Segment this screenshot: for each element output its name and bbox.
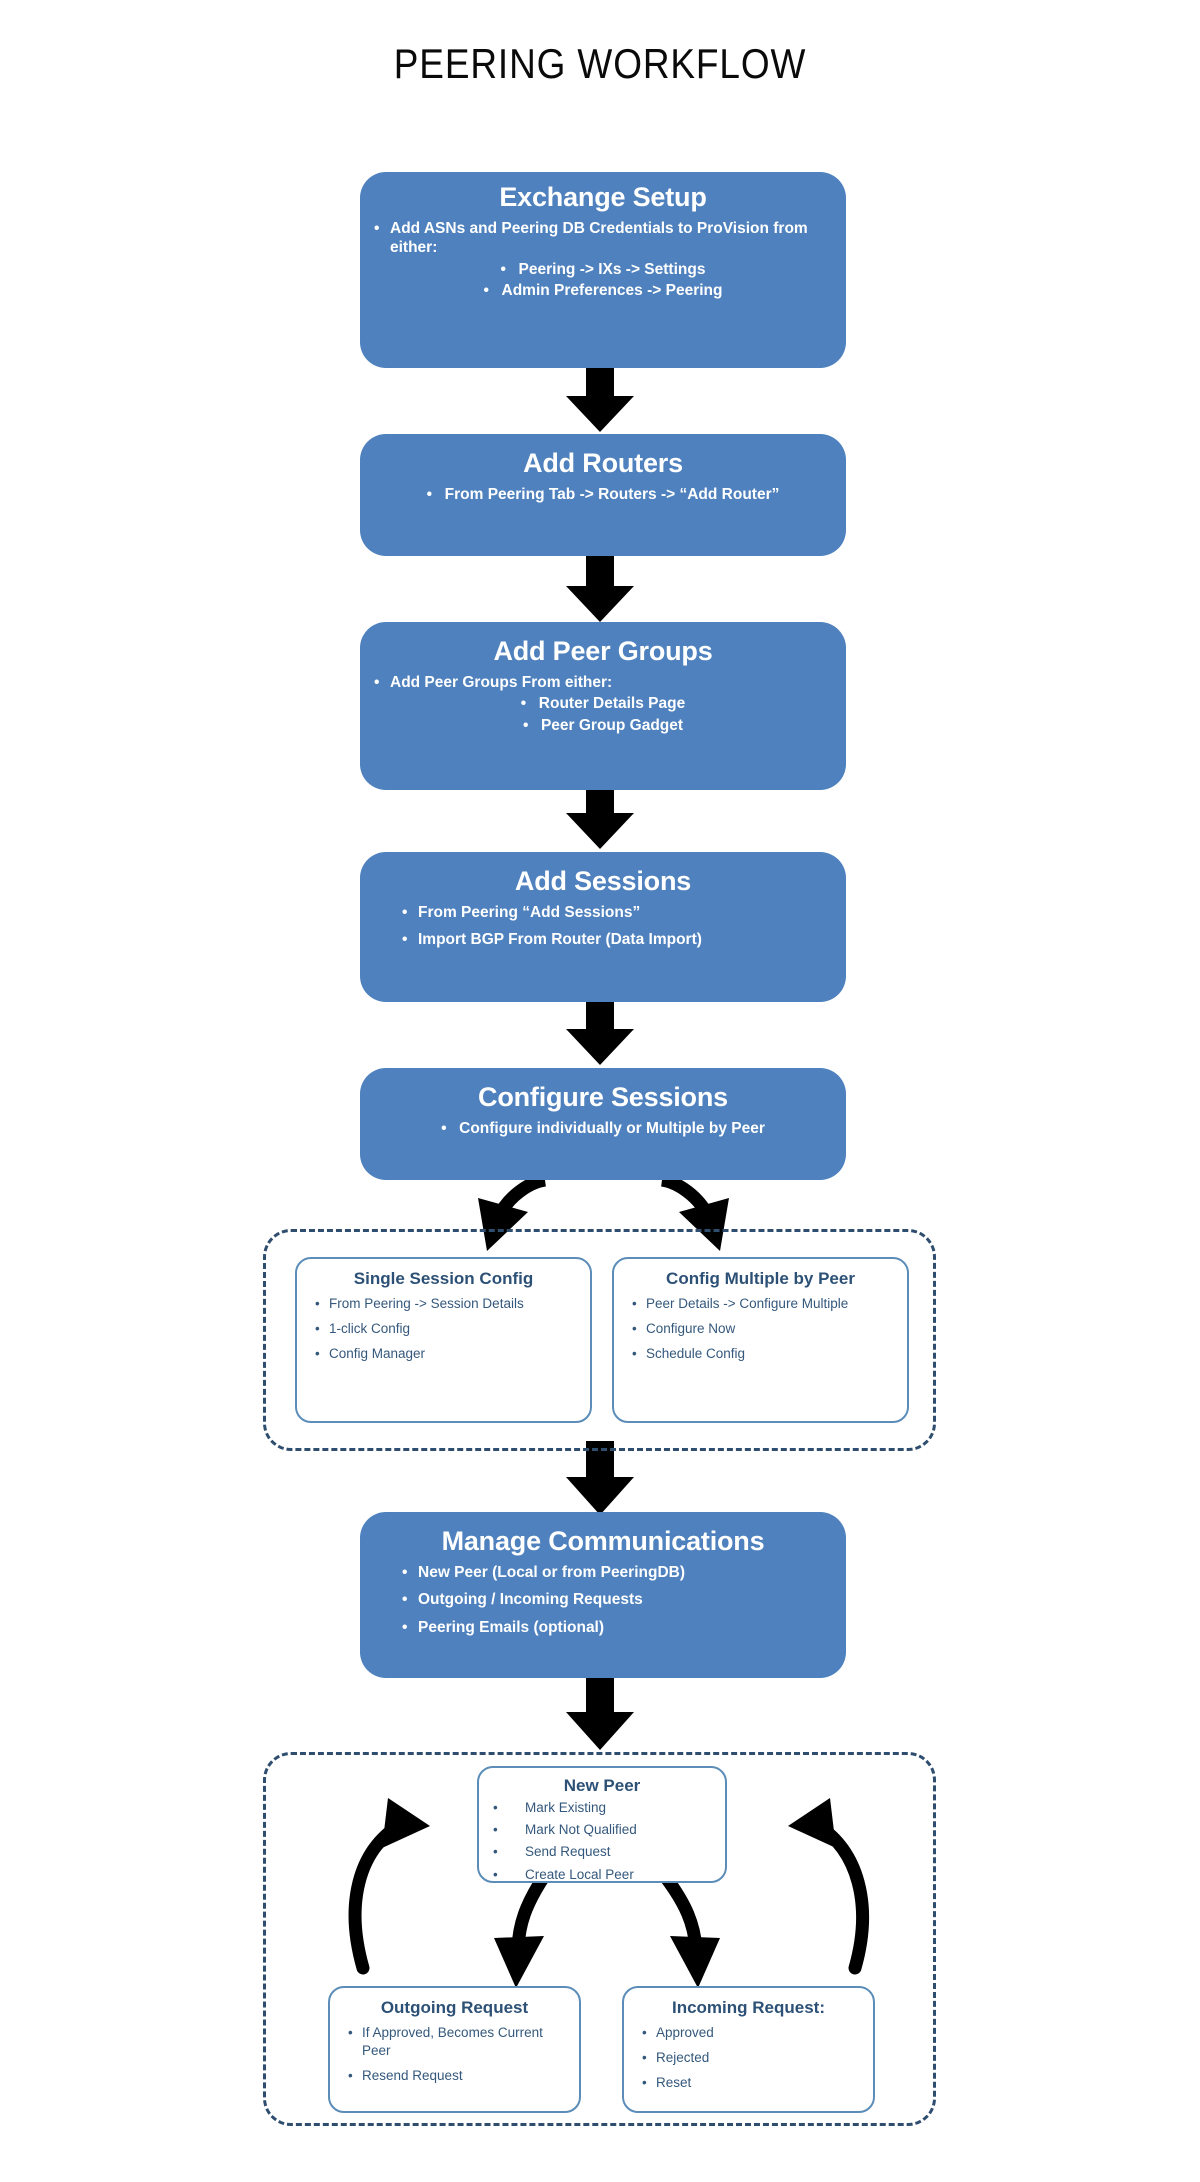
group-peer-request-lifecycle: [263, 1752, 936, 2126]
list-item: Configure Now: [626, 1320, 895, 1338]
list-item: New Peer (Local or from PeeringDB): [402, 1563, 832, 1583]
node-add-routers[interactable]: Add Routers From Peering Tab -> Routers …: [360, 434, 846, 556]
bullet-list-level2: Peer Group Gadget: [374, 716, 832, 737]
arrow-exchange-to-routers: [566, 366, 634, 432]
list-item: Mark Existing: [491, 1799, 713, 1817]
node-title: Add Sessions: [514, 866, 692, 896]
bullet-list-level2: Admin Preferences -> Peering: [374, 281, 832, 302]
list-item: Schedule Config: [626, 1345, 895, 1363]
bullet-list-level1: New Peer (Local or from PeeringDB) Outgo…: [402, 1563, 832, 1638]
list-item: If Approved, Becomes Current Peer: [342, 2024, 567, 2060]
bullet-list-level1: From Peering Tab -> Routers -> “Add Rout…: [374, 485, 832, 506]
list-item: Add Peer Groups From either:: [374, 673, 832, 693]
list-item: Router Details Page: [521, 694, 685, 714]
subnode-outgoing-request[interactable]: Outgoing Request If Approved, Becomes Cu…: [328, 1986, 581, 2113]
list-item: Peering -> IXs -> Settings: [501, 260, 706, 280]
node-title: Manage Communications: [441, 1526, 765, 1556]
node-manage-communications[interactable]: Manage Communications New Peer (Local or…: [360, 1512, 846, 1678]
list-item: Rejected: [636, 2049, 861, 2067]
arrow-peergroups-to-sessions: [566, 789, 634, 849]
list-item: Admin Preferences -> Peering: [484, 281, 723, 301]
bullet-list-level1: Add Peer Groups From either:: [374, 673, 832, 693]
bullet-list: Mark Existing Mark Not Qualified Send Re…: [491, 1799, 713, 1884]
bullet-list-level1: From Peering “Add Sessions” Import BGP F…: [402, 903, 832, 950]
list-item: Mark Not Qualified: [491, 1821, 713, 1839]
subnode-title: Outgoing Request: [380, 1998, 529, 2017]
list-item: Reset: [636, 2074, 861, 2092]
list-item: Approved: [636, 2024, 861, 2042]
node-exchange-setup[interactable]: Exchange Setup Add ASNs and Peering DB C…: [360, 172, 846, 368]
list-item: Import BGP From Router (Data Import): [402, 930, 832, 950]
list-item: Configure individually or Multiple by Pe…: [441, 1119, 765, 1139]
node-add-sessions[interactable]: Add Sessions From Peering “Add Sessions”…: [360, 852, 846, 1002]
node-title: Configure Sessions: [478, 1082, 728, 1112]
list-item: Resend Request: [342, 2067, 567, 2085]
subnode-single-session-config[interactable]: Single Session Config From Peering -> Se…: [295, 1257, 592, 1423]
bullet-list-level1: Add ASNs and Peering DB Credentials to P…: [374, 219, 832, 258]
subnode-title: Single Session Config: [353, 1269, 534, 1288]
node-title: Exchange Setup: [499, 182, 707, 212]
list-item: Outgoing / Incoming Requests: [402, 1590, 832, 1610]
list-item: From Peering Tab -> Routers -> “Add Rout…: [427, 485, 780, 505]
node-configure-sessions[interactable]: Configure Sessions Configure individuall…: [360, 1068, 846, 1180]
list-item: Send Request: [491, 1843, 713, 1861]
bullet-list: Peer Details -> Configure Multiple Confi…: [626, 1295, 895, 1364]
bullet-list: Approved Rejected Reset: [636, 2024, 861, 2093]
arrow-routers-to-peergroups: [566, 556, 634, 622]
subnode-title: New Peer: [563, 1776, 641, 1795]
bullet-list: From Peering -> Session Details 1-click …: [309, 1295, 578, 1364]
list-item: Config Manager: [309, 1345, 578, 1363]
list-item: Create Local Peer: [491, 1866, 713, 1884]
subnode-title: Incoming Request:: [671, 1998, 825, 2017]
subnode-incoming-request[interactable]: Incoming Request: Approved Rejected Rese…: [622, 1986, 875, 2113]
bullet-list-level2: Router Details Page: [374, 694, 832, 715]
bullet-list-level1: Configure individually or Multiple by Pe…: [374, 1119, 832, 1140]
bullet-list: If Approved, Becomes Current Peer Resend…: [342, 2024, 567, 2086]
list-item: Peering Emails (optional): [402, 1618, 832, 1638]
arrow-manage-to-newpeer: [566, 1676, 634, 1750]
subnode-config-multiple-by-peer[interactable]: Config Multiple by Peer Peer Details -> …: [612, 1257, 909, 1423]
subnode-new-peer[interactable]: New Peer Mark Existing Mark Not Qualifie…: [477, 1766, 727, 1884]
list-item: From Peering “Add Sessions”: [402, 903, 832, 923]
arrow-configure-to-single: [492, 1173, 547, 1221]
group-configuration-options: [263, 1229, 936, 1451]
list-item: 1-click Config: [309, 1320, 578, 1338]
node-title: Add Routers: [523, 448, 683, 478]
list-item: From Peering -> Session Details: [309, 1295, 578, 1313]
subnode-title: Config Multiple by Peer: [666, 1269, 855, 1288]
arrow-configure-to-multiple: [660, 1173, 715, 1221]
arrow-configgroup-to-manage: [566, 1441, 634, 1515]
arrow-sessions-to-configure: [566, 1001, 634, 1065]
node-add-peer-groups[interactable]: Add Peer Groups Add Peer Groups From eit…: [360, 622, 846, 790]
list-item: Add ASNs and Peering DB Credentials to P…: [374, 219, 832, 258]
page-title: PEERING WORKFLOW: [393, 40, 807, 87]
bullet-list-level2: Peering -> IXs -> Settings: [374, 260, 832, 281]
node-title: Add Peer Groups: [493, 636, 713, 666]
list-item: Peer Details -> Configure Multiple: [626, 1295, 895, 1313]
list-item: Peer Group Gadget: [523, 716, 683, 736]
